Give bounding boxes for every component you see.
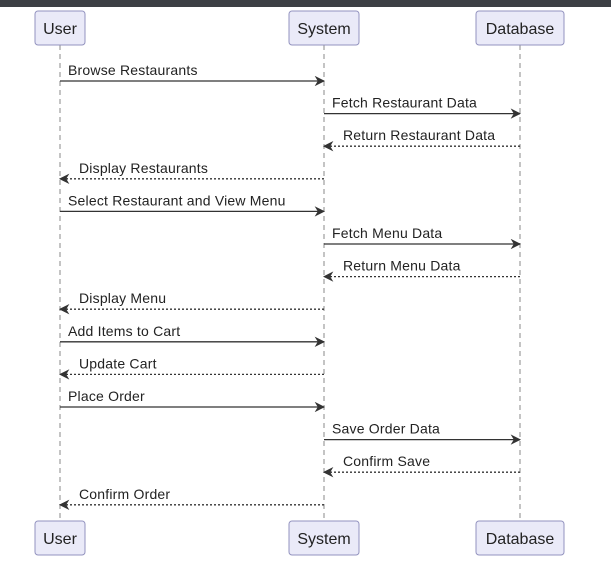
message-3: Return Restaurant Data: [322, 127, 520, 152]
participant-label: Database: [486, 531, 555, 548]
message-4: Display Restaurants: [58, 160, 324, 185]
message-14: Confirm Order: [58, 486, 324, 510]
participant-box: [288, 520, 360, 556]
window-top-bar: [0, 0, 611, 7]
message-5: Select Restaurant and View Menu: [60, 192, 326, 217]
participant-label: User: [43, 531, 77, 548]
message-1: Browse Restaurants: [60, 62, 326, 87]
message-13: Confirm Save: [322, 453, 520, 478]
participant-box: [34, 520, 86, 556]
message-label: Return Menu Data: [343, 258, 461, 274]
lifelines: [59, 45, 521, 521]
participant-label: User: [43, 21, 77, 38]
message-6: Fetch Menu Data: [324, 225, 522, 250]
message-11: Place Order: [60, 388, 326, 413]
participant-system-bottom: System: [288, 520, 360, 556]
message-label: Display Restaurants: [79, 160, 208, 176]
participant-user-bottom: User: [34, 520, 86, 556]
participant-system-top: System: [288, 10, 360, 46]
message-label: Add Items to Cart: [68, 323, 180, 339]
message-label: Return Restaurant Data: [343, 127, 495, 143]
message-label: Update Cart: [79, 355, 157, 371]
participant-user-top: User: [34, 10, 86, 46]
message-label: Select Restaurant and View Menu: [68, 192, 286, 208]
participant-database-top: Database: [475, 10, 565, 46]
participant-box: [288, 10, 360, 46]
participant-box: [34, 10, 86, 46]
message-2: Fetch Restaurant Data: [324, 95, 522, 119]
participant-footer-row: User System Database: [34, 520, 565, 556]
participant-database-bottom: Database: [475, 520, 565, 556]
participant-box: [475, 10, 565, 46]
message-label: Fetch Menu Data: [332, 225, 442, 241]
message-7: Return Menu Data: [322, 258, 520, 282]
message-label: Display Menu: [79, 290, 166, 306]
participant-header-row: User System Database: [34, 10, 565, 46]
message-label: Place Order: [68, 388, 145, 404]
participant-label: Database: [486, 21, 555, 38]
message-label: Confirm Order: [79, 486, 170, 502]
participant-box: [475, 520, 565, 556]
message-12: Save Order Data: [324, 421, 522, 445]
participant-label: System: [297, 21, 350, 38]
message-label: Confirm Save: [343, 453, 430, 469]
participant-label: System: [297, 531, 350, 548]
message-10: Update Cart: [58, 355, 324, 380]
message-label: Browse Restaurants: [68, 62, 198, 78]
message-8: Display Menu: [58, 290, 324, 315]
message-label: Save Order Data: [332, 421, 440, 437]
message-9: Add Items to Cart: [60, 323, 326, 347]
message-label: Fetch Restaurant Data: [332, 95, 477, 111]
